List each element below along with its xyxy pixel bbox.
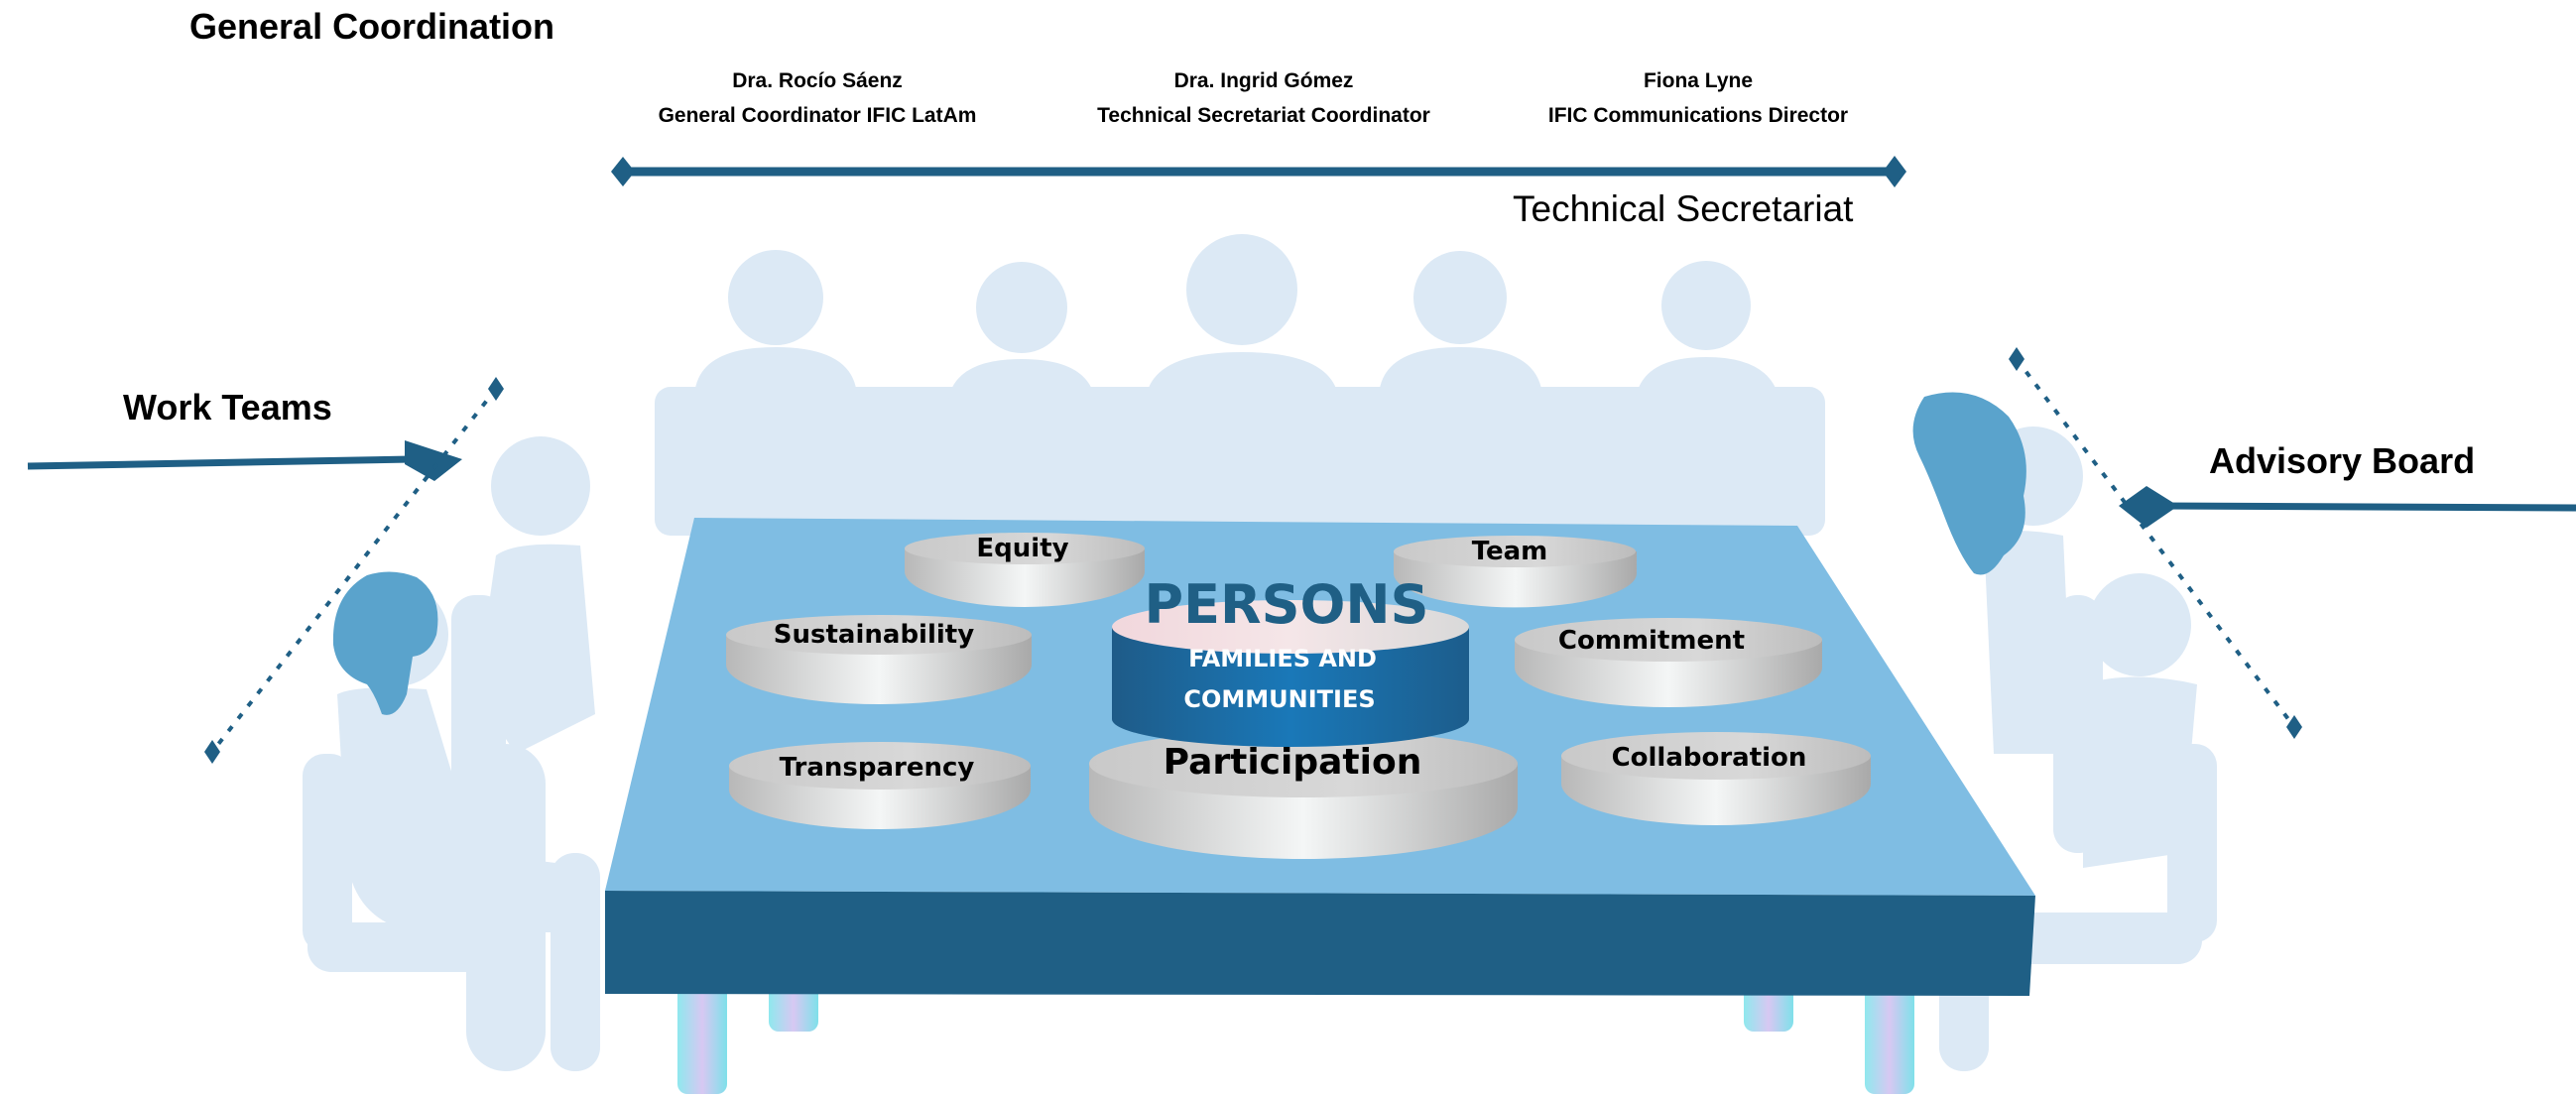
back-person-3 <box>1146 234 1339 526</box>
label-technical-secretariat: Technical Secretariat <box>1513 188 1854 229</box>
person-card-1: Dra. Rocío Sáenz General Coordinator IFI… <box>609 63 1026 133</box>
center-cylinder <box>1112 600 1469 747</box>
value-team: Team <box>1472 537 1548 566</box>
left-figure-hair <box>332 571 438 715</box>
disc-collaboration <box>1561 732 1871 825</box>
person-role: Technical Secretariat Coordinator <box>1097 104 1430 127</box>
table-front <box>605 891 2035 996</box>
value-commitment: Commitment <box>1558 626 1745 656</box>
person-role: IFIC Communications Director <box>1547 104 1849 127</box>
disc-commitment <box>1515 618 1822 707</box>
back-person-1 <box>694 250 857 526</box>
person-role: General Coordinator IFIC LatAm <box>658 104 977 127</box>
back-person-2 <box>947 262 1096 526</box>
value-participation: Participation <box>1164 742 1422 783</box>
value-equity: Equity <box>976 534 1068 563</box>
table-leg-front-left <box>677 977 727 1094</box>
disc-sustainability <box>726 615 1032 704</box>
value-collaboration: Collaboration <box>1612 743 1807 773</box>
table-leg-back-left <box>769 982 818 1032</box>
disc-team <box>1394 536 1637 608</box>
table-leg-front-right <box>1865 977 1914 1094</box>
back-person-4 <box>1379 251 1542 526</box>
advisory-board-line <box>2009 347 2576 739</box>
disc-equity <box>905 533 1145 607</box>
value-sustainability: Sustainability <box>774 620 974 650</box>
person-card-3: Fiona Lyne IFIC Communications Director <box>1490 63 1906 133</box>
general-coordination-line <box>611 156 1906 187</box>
center-title: PERSONS <box>1145 573 1429 636</box>
right-figure-hair <box>1912 392 2026 575</box>
disc-transparency <box>729 742 1031 829</box>
heading-work-teams: Work Teams <box>123 387 332 427</box>
person-name: Dra. Ingrid Gómez <box>1173 69 1354 92</box>
center-subtitle-line1: FAMILIES AND <box>1188 645 1377 672</box>
person-card-2: Dra. Ingrid Gómez Technical Secretariat … <box>1055 63 1472 133</box>
work-teams-line <box>27 377 504 764</box>
person-name: Dra. Rocío Sáenz <box>732 69 903 92</box>
heading-general-coordination: General Coordination <box>189 6 555 47</box>
center-subtitle-line2: COMMUNITIES <box>1183 685 1375 713</box>
value-transparency: Transparency <box>780 753 975 783</box>
disc-participation <box>1089 730 1518 859</box>
heading-advisory-board: Advisory Board <box>2209 440 2476 481</box>
back-person-5 <box>1635 261 1780 526</box>
person-name: Fiona Lyne <box>1643 69 1754 92</box>
meeting-silhouettes <box>303 234 2217 1071</box>
